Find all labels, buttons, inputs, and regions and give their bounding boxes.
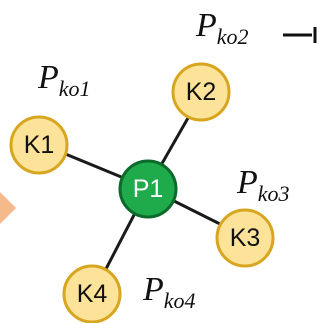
node-p1: P1 [118, 159, 178, 219]
right-arrow-icon [283, 27, 317, 43]
node-k2-label: K2 [186, 78, 217, 106]
label-pko4-sub: ko4 [164, 288, 196, 313]
node-k2: K2 [171, 62, 231, 122]
node-k4: K4 [62, 264, 122, 323]
label-pko4: Pko4 [142, 271, 196, 313]
label-pko3-sub: ko3 [258, 181, 290, 206]
node-k3-label: K3 [230, 224, 261, 252]
label-pko2: Pko2 [195, 7, 249, 49]
label-pko2-sub: ko2 [217, 24, 249, 49]
label-pko4-base: P [142, 271, 164, 308]
label-pko3: Pko3 [236, 164, 290, 206]
left-arrow-shape [0, 192, 16, 224]
node-k4-label: K4 [77, 280, 108, 308]
label-pko1-sub: ko1 [59, 76, 91, 101]
label-pko1: Pko1 [37, 59, 91, 101]
label-pko2-base: P [195, 7, 217, 44]
node-k3: K3 [215, 208, 275, 268]
node-p1-label: P1 [133, 175, 164, 203]
label-pko1-base: P [37, 59, 59, 96]
label-pko3-base: P [236, 164, 258, 201]
node-k1-label: K1 [24, 131, 55, 159]
node-k1: K1 [9, 115, 69, 175]
